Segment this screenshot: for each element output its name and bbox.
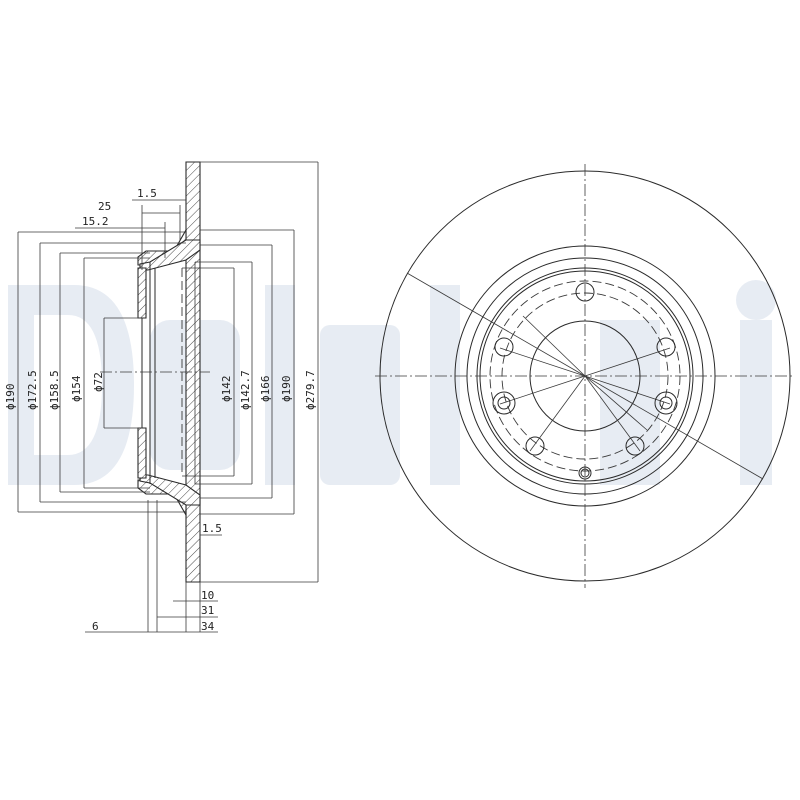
dim-d142-7: ϕ142.7 [239,370,252,410]
hub-section-bottom [137,427,147,479]
dim-flange-thickness-top: 1.5 [137,187,157,200]
dim-hub-thickness: 6 [92,620,99,633]
dim-d190-left: ϕ190 [4,384,17,411]
dim-d72: ϕ72 [92,372,105,392]
section-view [17,161,319,633]
hat-wall-top-b [139,239,201,271]
dim-overall-height: 34 [201,620,215,633]
front-view [375,164,795,588]
dim-flange-thickness-bottom: 1.5 [202,522,222,535]
dim-disc-thickness: 10 [201,589,214,602]
dim-hat-depth-outer: 25 [98,200,111,213]
hub-section-top [137,267,147,319]
dim-d166: ϕ166 [259,376,272,403]
dim-d190-right: ϕ190 [280,376,293,403]
delphi-watermark [8,280,776,485]
bolt-holes [492,282,678,480]
dim-d158-5: ϕ158.5 [48,370,61,410]
dim-d154: ϕ154 [70,375,83,402]
dim-offset-31: 31 [201,604,214,617]
hat-wall-bottom-b [139,474,201,506]
dim-hat-depth-inner: 15.2 [82,215,109,228]
dim-d279-7: ϕ279.7 [304,370,317,410]
dim-d142: ϕ142 [220,376,233,403]
dim-d172-5: ϕ172.5 [26,370,39,410]
